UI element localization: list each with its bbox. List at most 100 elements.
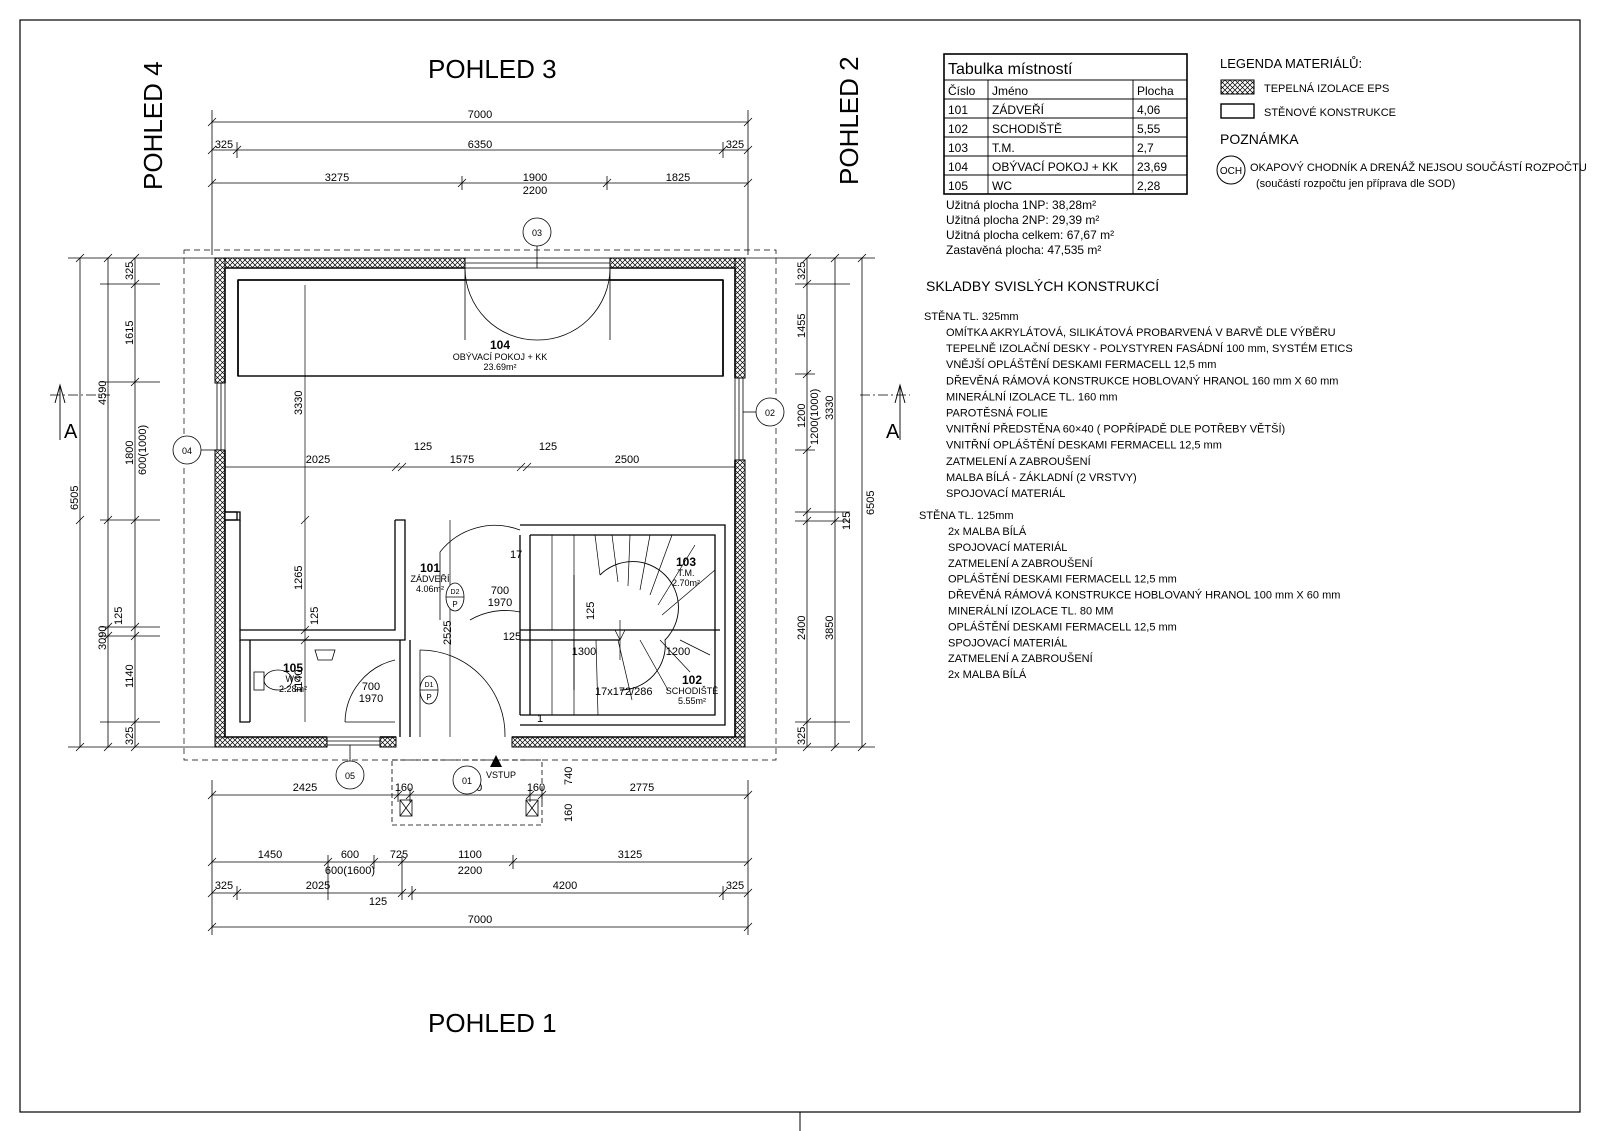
room-104-number: 104	[490, 338, 510, 352]
dim-left-6505: 6505	[69, 486, 81, 510]
row-105-area: 2,28	[1137, 179, 1161, 193]
dim-int-1265: 1265	[293, 566, 305, 590]
bottom-dimension-chains	[207, 780, 753, 935]
legend-title: LEGENDA MATERIÁLŮ:	[1220, 56, 1362, 71]
section-label-left: A	[64, 421, 78, 443]
row-102-name: SCHODIŠTĚ	[992, 121, 1062, 136]
dim-bot-600: 600	[341, 849, 359, 861]
view-title-bottom: POHLED 1	[428, 1008, 557, 1038]
window-tag-02: 02	[765, 408, 775, 418]
composition-layer: PAROTĚSNÁ FOLIE	[946, 407, 1048, 420]
composition-layer: OPLÁŠTĚNÍ DESKAMI FERMACELL 12,5 mm	[948, 620, 1177, 633]
dim-right-125: 125	[841, 512, 853, 530]
area-summary: Užitná plocha 1NP: 38,28m² Užitná plocha…	[946, 198, 1114, 257]
floor-plan: 17x172/286 1 17 VSTUP	[172, 217, 785, 826]
dim-bot-725: 725	[390, 849, 408, 861]
dim-int-125d: 125	[503, 631, 521, 643]
dim-left-325b: 325	[124, 727, 136, 745]
row-101-number: 101	[948, 103, 968, 117]
area-1np: Užitná plocha 1NP: 38,28m²	[946, 198, 1096, 212]
dim-left-3090: 3090	[97, 626, 109, 650]
wall2-title: STĚNA TL. 125mm	[919, 509, 1014, 522]
dim-porch-160v: 160	[563, 804, 575, 822]
composition-layer: ZATMELENÍ A ZABROUŠENÍ	[948, 557, 1094, 570]
note-badge-circle	[1216, 155, 1246, 185]
dim-int-125c: 125	[309, 607, 321, 625]
dim-porch-160b: 160	[527, 782, 545, 794]
dim-int-1575: 1575	[450, 454, 474, 466]
dim-top-2200: 2200	[523, 185, 547, 197]
door-d2-width: 700	[491, 585, 509, 597]
composition-layer: ZATMELENÍ A ZABROUŠENÍ	[948, 652, 1094, 665]
row-104-number: 104	[948, 160, 968, 174]
dim-int-2500: 2500	[615, 454, 639, 466]
dim-right-1200: 1200	[796, 404, 808, 428]
composition-layer: MALBA BÍLÁ - ZÁKLADNÍ (2 VRSTVY)	[946, 471, 1137, 484]
dim-bot-2025: 2025	[306, 880, 330, 892]
room-table-header-area: Plocha	[1137, 84, 1174, 98]
dim-top-1900: 1900	[523, 172, 547, 184]
row-104-area: 23,69	[1137, 160, 1167, 174]
room-102-name: SCHODIŠTĚ	[666, 686, 719, 696]
door-tag-d2: D2	[451, 589, 460, 596]
dim-top-325a: 325	[215, 139, 233, 151]
dim-left-600-1000: 600(1000)	[137, 425, 149, 475]
composition-layer: DŘEVĚNÁ RÁMOVÁ KONSTRUKCE HOBLOVANÝ HRAN…	[948, 589, 1340, 602]
top-dimension-chains	[207, 110, 753, 255]
composition-layer: SPOJOVACÍ MATERIÁL	[948, 636, 1067, 649]
section-mark-right: A	[886, 383, 906, 443]
area-2np: Užitná plocha 2NP: 29,39 m²	[946, 213, 1099, 227]
dim-left-4590: 4590	[97, 381, 109, 405]
composition-layer: MINERÁLNÍ IZOLACE TL. 80 MM	[948, 605, 1113, 618]
dim-int-2025: 2025	[306, 454, 330, 466]
room-105-number: 105	[283, 661, 303, 675]
view-title-left: POHLED 4	[138, 61, 168, 190]
row-104-name: OBÝVACÍ POKOJ + KK	[992, 159, 1118, 174]
table-row: 103 T.M. 2,7	[948, 141, 1154, 155]
dim-porch-2775: 2775	[630, 782, 654, 794]
legend-note-title: POZNÁMKA	[1220, 131, 1299, 147]
dim-bot-2200: 2200	[458, 865, 482, 877]
row-105-number: 105	[948, 179, 968, 193]
porch-post-right	[525, 799, 539, 817]
dim-bot-1450: 1450	[258, 849, 282, 861]
dim-bot-total: 7000	[468, 914, 492, 926]
room-103-name: T.M.	[678, 568, 695, 578]
exterior-wall-structure	[224, 267, 736, 738]
composition-layer: DŘEVĚNÁ RÁMOVÁ KONSTRUKCE HOBLOVANÝ HRAN…	[946, 374, 1338, 387]
door-tags	[419, 582, 465, 705]
dim-top-325b: 325	[726, 139, 744, 151]
room-104-name: OBÝVACÍ POKOJ + KK	[453, 352, 548, 362]
row-103-name: T.M.	[992, 141, 1015, 155]
row-105-name: WC	[992, 179, 1012, 193]
dim-top-6350: 6350	[468, 139, 492, 151]
room-table: Tabulka místností Číslo Jméno Plocha 101…	[943, 53, 1188, 195]
composition-layer: SPOJOVACÍ MATERIÁL	[946, 487, 1065, 500]
view-title-right: POHLED 2	[834, 56, 864, 185]
porch-post-left	[399, 799, 413, 817]
room-104-area: 23.69m²	[483, 362, 516, 372]
dim-top-3275: 3275	[325, 172, 349, 184]
dim-int-125a: 125	[414, 441, 432, 453]
dim-left-1140: 1140	[124, 664, 136, 688]
wc-fixtures	[253, 649, 336, 691]
door-d2-height: 1970	[488, 597, 512, 609]
table-row: 101 ZÁDVEŘÍ 4,06	[948, 102, 1161, 117]
door-wc	[344, 659, 396, 723]
composition-layer: OMÍTKA AKRYLÁTOVÁ, SILIKÁTOVÁ PROBARVENÁ…	[946, 326, 1336, 339]
composition-layer: ZATMELENÍ A ZABROUŠENÍ	[946, 455, 1092, 468]
dim-right-6505: 6505	[865, 491, 877, 515]
compositions-title: SKLADBY SVISLÝCH KONSTRUKCÍ	[926, 278, 1159, 294]
row-103-area: 2,7	[1137, 141, 1154, 155]
window-tag-03: 03	[532, 228, 542, 238]
staircase	[551, 534, 716, 716]
window-tags	[172, 217, 785, 795]
dim-bot-3125: 3125	[618, 849, 642, 861]
note-line-1: OKAPOVÝ CHODNÍK A DRENÁŽ NEJSOU SOUČÁSTÍ…	[1250, 161, 1587, 174]
interior-dimensions	[225, 285, 735, 737]
door-tag-d1-type: P	[426, 693, 431, 702]
door-tag-d2-type: P	[452, 600, 457, 609]
dim-bot-325b: 325	[726, 880, 744, 892]
entry-label: VSTUP	[486, 770, 516, 780]
window-tag-04: 04	[182, 446, 192, 456]
